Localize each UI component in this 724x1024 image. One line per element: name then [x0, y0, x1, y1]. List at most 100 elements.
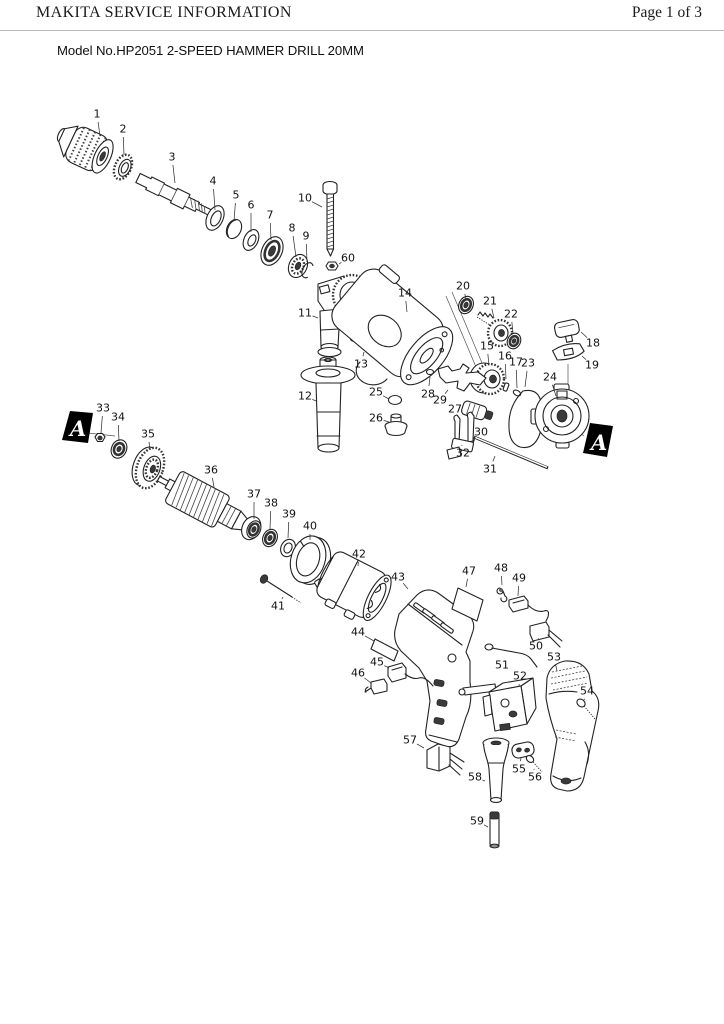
- part-16-pin: [502, 382, 510, 392]
- part-42-field: [316, 551, 392, 622]
- part-55-cord-clip: [511, 741, 535, 759]
- part-38-bearing: [262, 528, 278, 548]
- view-marker-a-left: A: [62, 411, 93, 443]
- callout-9: 9: [303, 230, 310, 263]
- callout-31: 31: [483, 455, 497, 476]
- svg-text:25: 25: [369, 386, 383, 399]
- svg-text:59: 59: [470, 815, 484, 828]
- part-15-gear: [469, 362, 506, 396]
- callout-12: 12: [298, 390, 317, 403]
- part-37-bearing: [241, 516, 262, 541]
- part-25-o-ring: [387, 394, 403, 406]
- svg-text:4: 4: [210, 175, 217, 188]
- svg-text:26: 26: [369, 412, 383, 425]
- part-54-screw: [576, 698, 596, 720]
- callout-40: 40: [303, 520, 317, 540]
- callout-30: 30: [473, 426, 488, 440]
- part-34-bearing: [110, 439, 128, 459]
- part-6-washer: [242, 229, 260, 251]
- part-14-clamp-seat: [355, 361, 388, 386]
- part-1-chuck: [56, 125, 114, 174]
- svg-text:16: 16: [498, 350, 512, 363]
- callout-49: 49: [512, 572, 526, 597]
- part-29-shift-plate: [437, 363, 487, 392]
- part-47-label: [451, 587, 484, 622]
- svg-text:41: 41: [271, 600, 285, 613]
- svg-text:60: 60: [341, 252, 355, 265]
- part-9-snap-ring: [301, 262, 314, 279]
- callout-34: 34: [111, 411, 125, 442]
- callout-28: 28: [421, 376, 435, 401]
- part-49-lead-unit: [508, 595, 550, 622]
- callout-60: 60: [338, 252, 355, 265]
- callout-19: 19: [581, 355, 599, 372]
- svg-text:27: 27: [448, 403, 462, 416]
- callout-27: 27: [448, 403, 464, 416]
- callout-50: 50: [529, 638, 543, 653]
- svg-text:56: 56: [528, 771, 542, 784]
- part-28-o-ring: [425, 368, 435, 376]
- callout-24: 24: [543, 371, 557, 397]
- svg-text:51: 51: [495, 659, 509, 672]
- part-20-bearing: [458, 295, 474, 315]
- svg-text:44: 44: [351, 626, 365, 639]
- svg-text:38: 38: [264, 497, 278, 510]
- svg-text:14: 14: [398, 287, 412, 300]
- svg-text:55: 55: [512, 763, 526, 776]
- part-21-gear-shaft: [476, 311, 514, 348]
- svg-text:24: 24: [543, 371, 557, 384]
- svg-text:11: 11: [298, 307, 312, 320]
- part-33-nut: [94, 432, 106, 443]
- svg-text:5: 5: [233, 189, 240, 202]
- svg-text:13: 13: [354, 358, 368, 371]
- part-60-nut: [325, 261, 339, 271]
- callout-42: 42: [352, 548, 366, 567]
- part-46-carbon-brush: [364, 678, 388, 695]
- svg-text:18: 18: [586, 337, 600, 350]
- svg-text:32: 32: [456, 447, 470, 460]
- svg-text:31: 31: [483, 463, 497, 476]
- callout-38: 38: [264, 497, 278, 530]
- callout-53: 53: [547, 651, 561, 672]
- part-35-fan-gear: [131, 446, 166, 490]
- callout-10: 10: [298, 192, 323, 208]
- callout-46: 46: [351, 667, 372, 684]
- svg-text:35: 35: [141, 428, 155, 441]
- callout-18: 18: [580, 331, 600, 350]
- callout-32: 32: [456, 445, 470, 460]
- part-58-cord-guard: [482, 737, 510, 803]
- view-marker-letter: A: [68, 416, 86, 441]
- callout-48: 48: [494, 562, 508, 586]
- part-45-brush-holder: [387, 662, 434, 687]
- part-31-rod: [473, 435, 549, 470]
- svg-text:39: 39: [282, 508, 296, 521]
- svg-text:15: 15: [480, 340, 494, 353]
- callout-59: 59: [470, 815, 489, 828]
- callout-58: 58: [468, 771, 486, 784]
- part-53-handle-cover: [545, 660, 600, 792]
- callout-25: 25: [369, 386, 390, 400]
- svg-text:10: 10: [298, 192, 312, 205]
- svg-text:57: 57: [403, 734, 417, 747]
- callout-44: 44: [351, 626, 375, 642]
- part-10-bolt: [322, 180, 338, 257]
- part-22-bearing: [506, 332, 522, 350]
- svg-text:6: 6: [248, 199, 255, 212]
- svg-text:33: 33: [96, 402, 110, 415]
- callout-29: 29: [433, 389, 449, 407]
- svg-text:7: 7: [267, 209, 274, 222]
- callout-36: 36: [204, 464, 218, 488]
- callout-43: 43: [391, 571, 409, 590]
- callout-8: 8: [289, 222, 297, 258]
- svg-text:48: 48: [494, 562, 508, 575]
- callout-57: 57: [403, 734, 425, 749]
- callout-1: 1: [94, 108, 101, 137]
- svg-text:46: 46: [351, 667, 365, 680]
- part-57-terminal-block: [426, 743, 465, 776]
- callout-52: 52: [513, 670, 527, 687]
- part-40-baffle-ring: [289, 535, 332, 591]
- svg-text:43: 43: [391, 571, 405, 584]
- callout-3: 3: [169, 151, 176, 184]
